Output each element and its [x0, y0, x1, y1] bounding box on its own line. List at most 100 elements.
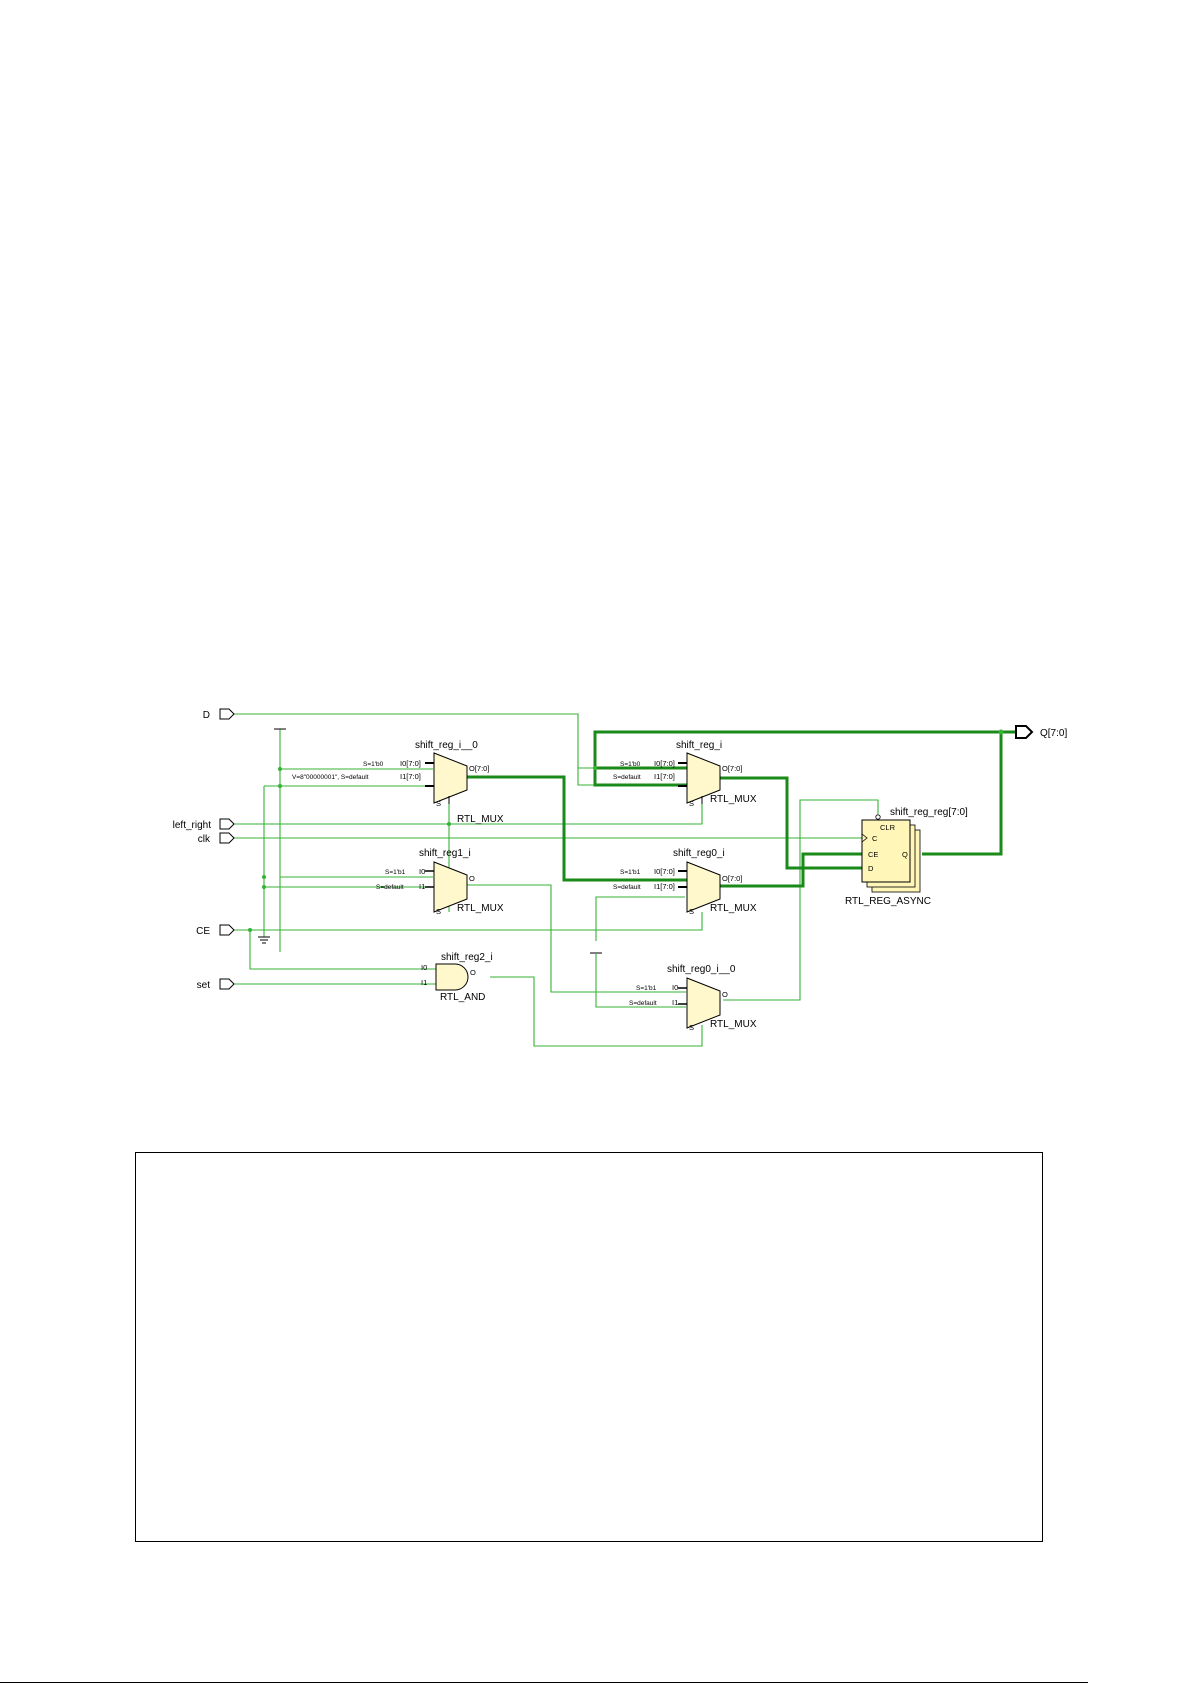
port-set-label: set	[197, 980, 211, 991]
pin-attr: S=default	[613, 774, 641, 781]
port-d-label: D	[203, 710, 210, 721]
pin-attr: S=1'b1	[636, 985, 657, 992]
pin-attr: S=default	[629, 1000, 657, 1007]
footer-rule	[0, 1682, 1088, 1683]
pin-label: O[7:0]	[469, 764, 489, 773]
junction-dot	[248, 928, 252, 932]
cell-type: RTL_REG_ASYNC	[845, 896, 931, 907]
port-clk-label: clk	[198, 834, 211, 845]
bus-mux0-out	[467, 775, 687, 882]
cell-type: RTL_MUX	[710, 1019, 757, 1030]
bus-mux-i-out	[720, 776, 862, 870]
pin-label: I1[7:0]	[654, 882, 675, 891]
cell-name: shift_reg_reg[7:0]	[890, 807, 968, 818]
pin-attr: V=8"00000001", S=default	[292, 774, 369, 781]
wire-feedback-i1	[577, 767, 598, 786]
wire-gnd-596	[595, 896, 685, 941]
mux-shift-reg-i: shift_reg_i S=1'b0 I0[7:0] S=default I1[…	[613, 740, 757, 808]
port-ce-label: CE	[196, 926, 210, 937]
pin-label: I0[7:0]	[654, 759, 675, 768]
wire-and-out	[490, 976, 703, 1047]
pin-label: D	[868, 864, 874, 873]
pin-label: O	[469, 874, 475, 883]
port-d: D	[203, 708, 235, 721]
wire-gnd-596-b	[595, 954, 686, 1008]
bus-q-out	[922, 730, 1018, 856]
cell-name: shift_reg_i	[676, 740, 722, 751]
pin-label: O	[470, 968, 476, 977]
port-set: set	[197, 978, 235, 991]
pin-label: S	[436, 907, 441, 916]
port-left-right: left_right	[173, 818, 235, 831]
pin-label: S	[689, 1023, 694, 1032]
answer-box	[135, 1152, 1043, 1542]
pin-label: O[7:0]	[722, 874, 742, 883]
register-shift-reg-reg: shift_reg_reg[7:0] CLR C CE D Q RTL_REG_…	[845, 807, 968, 907]
cell-name: shift_reg1_i	[419, 848, 471, 859]
mux-shift-reg1-i: shift_reg1_i S=1'b1 I0 S=default I1 O S …	[376, 848, 504, 916]
cell-type: RTL_MUX	[457, 903, 504, 914]
input-ports: D left_right clk CE set	[173, 708, 235, 991]
pin-label: O[7:0]	[722, 764, 742, 773]
port-ce: CE	[196, 924, 235, 937]
pin-label: S	[689, 799, 694, 808]
gnd-symbol	[258, 936, 270, 944]
pin-label: I0	[419, 867, 425, 876]
cell-name: shift_reg_i__0	[415, 740, 478, 751]
pin-label: Q	[902, 850, 908, 859]
pin-label: I1	[421, 978, 427, 987]
pin-attr: S=default	[613, 884, 641, 891]
pin-label: S	[436, 799, 441, 808]
wire-left-right	[233, 804, 703, 825]
pin-label: I1	[419, 882, 425, 891]
port-q: Q[7:0]	[1015, 725, 1067, 739]
port-left-right-label: left_right	[173, 820, 212, 831]
wire-mux-out-clr	[723, 799, 879, 1001]
mux-shift-reg0-i: shift_reg0_i S=1'b1 I0[7:0] S=default I1…	[613, 848, 757, 916]
supply-symbols	[258, 728, 602, 954]
cell-name: shift_reg0_i__0	[667, 964, 736, 975]
junction-dot	[278, 784, 282, 788]
junction-dot	[593, 766, 597, 770]
pin-label: O	[722, 990, 728, 999]
junction-dot	[262, 885, 266, 889]
pin-label: I0[7:0]	[654, 867, 675, 876]
pin-attr: S=1'b1	[620, 869, 641, 876]
junction-dot	[278, 767, 282, 771]
cell-name: shift_reg2_i	[441, 952, 493, 963]
junctions	[248, 729, 1004, 932]
wire-ce	[233, 929, 436, 970]
pin-label: CE	[868, 850, 878, 859]
cell-name: shift_reg0_i	[673, 848, 725, 859]
pin-attr: S=1'b0	[620, 761, 641, 768]
port-q-label: Q[7:0]	[1040, 728, 1067, 739]
and-shift-reg2-i: shift_reg2_i I0 I1 O RTL_AND	[421, 952, 493, 1003]
bus-wires	[467, 730, 1018, 888]
pin-label: I0	[421, 963, 427, 972]
pin-label: I0	[672, 983, 678, 992]
bus-mux0i-out	[720, 852, 862, 888]
pin-attr: S=default	[376, 884, 404, 891]
junction-dot	[447, 822, 451, 826]
mux-shift-reg0-i-0: shift_reg0_i__0 S=1'b1 I0 S=default I1 O…	[629, 964, 757, 1032]
wire-reg1-out	[467, 884, 686, 993]
signal-wires	[233, 713, 879, 1047]
pin-label: I0[7:0]	[400, 759, 421, 768]
mux-shift-reg-i-0: shift_reg_i__0 S=1'b0 I0[7:0] V=8"000000…	[292, 740, 504, 825]
cell-type: RTL_MUX	[710, 794, 757, 805]
pin-attr: S=1'b1	[385, 869, 406, 876]
cell-type: RTL_MUX	[457, 814, 504, 825]
wire-d	[233, 713, 603, 769]
pin-label: C	[872, 834, 878, 843]
wire-ce-b	[250, 912, 703, 931]
junction-dot	[262, 875, 266, 879]
junction-dot	[998, 729, 1004, 735]
pin-label: I1	[672, 998, 678, 1007]
cell-type: RTL_MUX	[710, 903, 757, 914]
pin-label: S	[689, 907, 694, 916]
pin-label: I1[7:0]	[400, 772, 421, 781]
bus-q-feedback	[593, 730, 1001, 787]
cell-type: RTL_AND	[440, 992, 485, 1003]
pin-attr: S=1'b0	[363, 761, 384, 768]
